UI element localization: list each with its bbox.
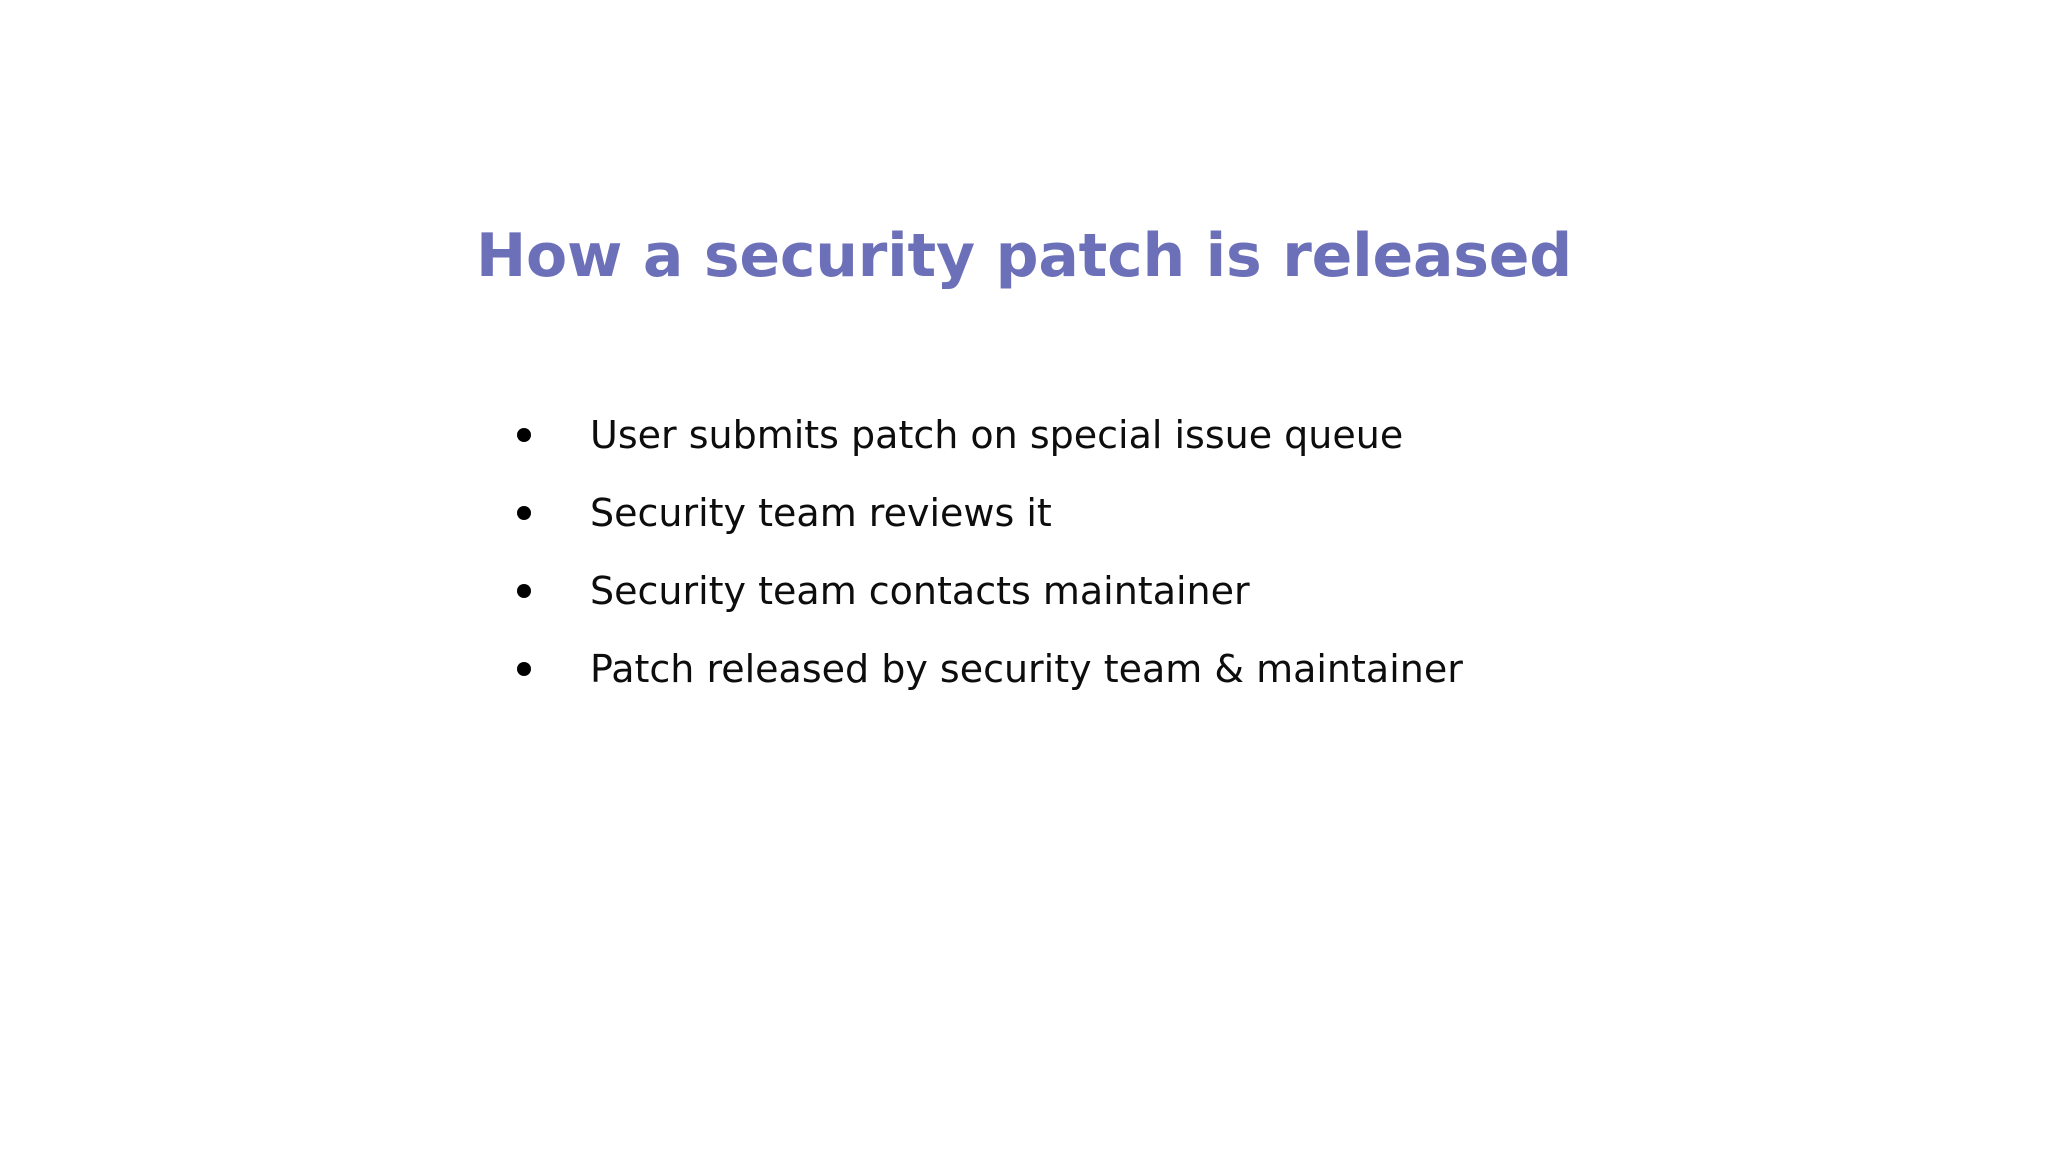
bullet-point-icon — [517, 428, 531, 442]
bullet-point-icon — [517, 506, 531, 520]
list-item-label: User submits patch on special issue queu… — [590, 413, 1404, 457]
bullet-point-icon — [517, 584, 531, 598]
slide-body: User submits patch on special issue queu… — [505, 396, 1785, 708]
bullet-point-icon — [517, 662, 531, 676]
list-item-label: Security team contacts maintainer — [590, 569, 1250, 613]
list-item: Patch released by security team & mainta… — [505, 630, 1785, 708]
bullet-list: User submits patch on special issue queu… — [505, 396, 1785, 708]
page-title: How a security patch is released — [475, 221, 1573, 292]
list-item: Security team contacts maintainer — [505, 552, 1785, 630]
list-item-label: Security team reviews it — [590, 491, 1052, 535]
list-item: User submits patch on special issue queu… — [505, 396, 1785, 474]
list-item: Security team reviews it — [505, 474, 1785, 552]
list-item-label: Patch released by security team & mainta… — [590, 647, 1463, 691]
